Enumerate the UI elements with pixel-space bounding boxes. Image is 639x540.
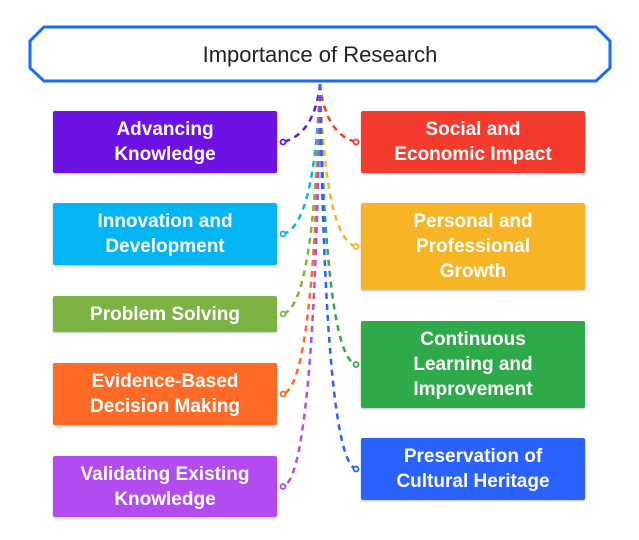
- connector-end-dot: [279, 310, 287, 318]
- connector-end-dot: [279, 390, 287, 398]
- node-personal-professional: Personal and Professional Growth: [361, 203, 585, 290]
- connector-end-dot: [352, 361, 360, 368]
- connector-end-dot: [279, 230, 287, 238]
- connector-line: [318, 83, 357, 366]
- node-innovation-development: Innovation and Development: [53, 203, 277, 265]
- node-social-economic: Social and Economic Impact: [361, 111, 585, 173]
- node-preservation-heritage: Preservation of Cultural Heritage: [361, 438, 585, 500]
- connector-line: [282, 83, 322, 488]
- connector-line: [282, 83, 322, 396]
- diagram-title: Importance of Research: [202, 41, 438, 67]
- node-continuous-learning: Continuous Learning and Improvement: [361, 321, 585, 408]
- connector-line: [282, 83, 322, 316]
- connector-end-dot: [279, 138, 287, 146]
- node-problem-solving: Problem Solving: [53, 296, 277, 332]
- node-evidence-based: Evidence-Based Decision Making: [53, 363, 277, 425]
- connector-end-dot: [352, 465, 360, 473]
- node-validating-knowledge: Validating Existing Knowledge: [53, 456, 277, 517]
- connector-end-dot: [352, 138, 360, 146]
- title-frame: [28, 25, 612, 83]
- connector-line: [282, 83, 322, 144]
- connector-line: [318, 83, 357, 144]
- connector-end-dot: [352, 243, 360, 250]
- node-advancing-knowledge: Advancing Knowledge: [53, 111, 277, 173]
- connector-end-dot: [279, 483, 287, 490]
- connector-line: [318, 83, 357, 471]
